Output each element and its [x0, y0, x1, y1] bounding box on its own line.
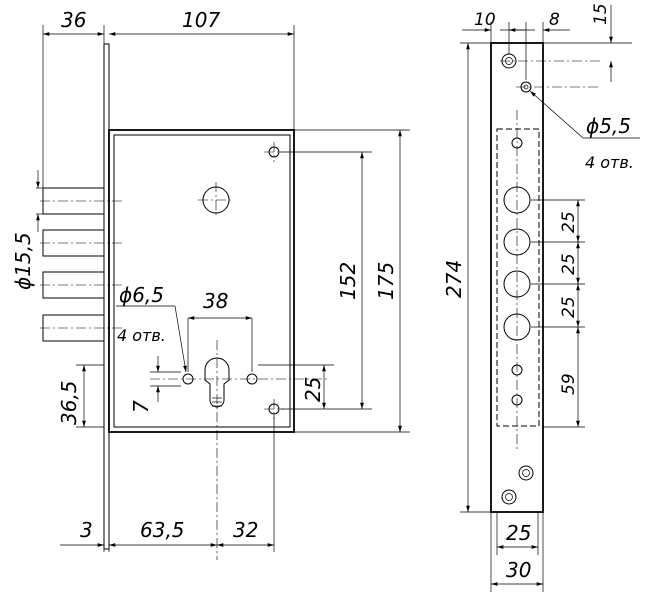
dim-3: 3: [80, 518, 93, 542]
dim-6-5: ϕ6,5: [119, 283, 164, 307]
dim-63-5: 63,5: [140, 518, 185, 542]
dim-10: 10: [474, 10, 496, 30]
dim-25-bottom: 25: [506, 521, 531, 545]
screw-hole: [501, 489, 517, 505]
side-view: 10 8 15 ϕ5,5 4 отв. 274 25 25 25: [442, 3, 640, 592]
bolts: [40, 187, 125, 342]
dim-25-left: 25: [301, 377, 325, 402]
dim-274: 274: [442, 260, 466, 298]
dim-8: 8: [549, 10, 560, 30]
screw-hole: [518, 465, 534, 481]
dim-15: 15: [591, 3, 611, 25]
dim-36-5: 36,5: [57, 380, 81, 425]
lock-body-inner: [113, 134, 291, 428]
dim-32: 32: [233, 518, 258, 542]
dim-25-c: 25: [559, 296, 579, 318]
note-holes-right: 4 отв.: [585, 153, 634, 172]
dim-5-5: ϕ5,5: [586, 114, 631, 138]
dim-15-5: ϕ15,5: [11, 232, 35, 290]
dim-25-a: 25: [559, 211, 579, 233]
lock-body-outer: [108, 129, 295, 433]
front-view: 36 107 152 175 ϕ15,5 ϕ6,5 4 отв. 38: [11, 8, 410, 560]
dim-107: 107: [182, 8, 220, 32]
dim-25-b: 25: [559, 253, 579, 275]
dim-152: 152: [336, 262, 360, 300]
dim-7: 7: [129, 400, 153, 413]
note-holes-left: 4 отв.: [117, 326, 166, 345]
dim-59: 59: [559, 373, 579, 395]
bolt-channel: [496, 128, 540, 427]
faceplate-side: [490, 42, 544, 513]
dim-30: 30: [506, 558, 531, 582]
dim-36: 36: [61, 8, 86, 32]
dim-38: 38: [203, 289, 228, 313]
dim-175: 175: [374, 262, 398, 300]
